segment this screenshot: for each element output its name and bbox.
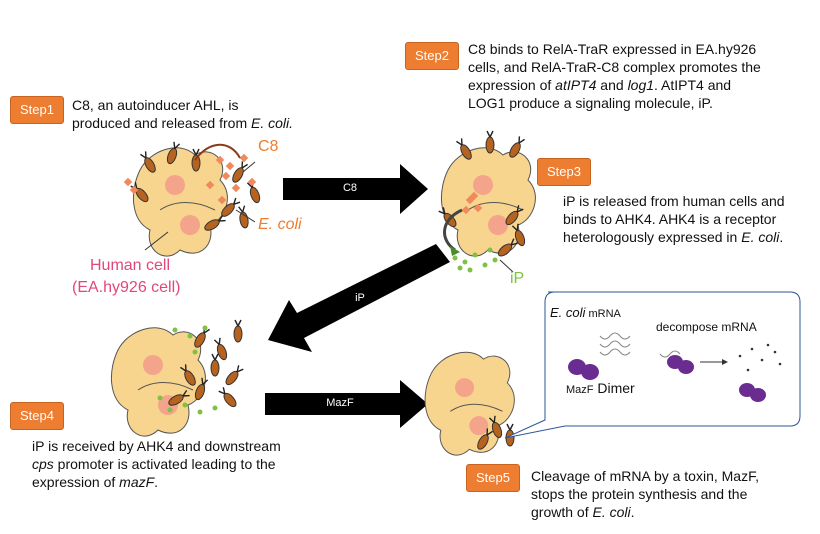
arrow-mazf-label: MazF	[326, 397, 354, 409]
callout-mrna-label: E. coli mRNA	[550, 305, 621, 320]
callout-decompose-label: decompose mRNA	[656, 320, 757, 334]
scene-step5	[424, 351, 515, 456]
scene-step4	[110, 319, 245, 437]
mrna-decay	[568, 332, 782, 402]
step4-text: iP is received by AHK4 and downstream cp…	[32, 438, 281, 490]
scene-step1	[123, 140, 263, 257]
ecoli-label: E. coli	[258, 216, 302, 233]
callout-mazf-label: MazF Dimer	[566, 380, 635, 396]
arrow-c8-label: C8	[342, 182, 358, 194]
step1-text: C8, an autoinducer AHL, is produced and …	[72, 97, 294, 131]
arrow-c8	[283, 164, 428, 214]
step1-badge: Step1	[10, 96, 64, 124]
human-cell-sublabel: (EA.hy926 cell)	[72, 279, 181, 296]
human-cell-label: Human cell	[90, 257, 171, 274]
step4-badge: Step4	[10, 402, 64, 430]
step5-badge: Step5	[466, 464, 520, 492]
arrow-ip-label: iP	[355, 292, 365, 304]
step5-text: Cleavage of mRNA by a toxin, MazF, stops…	[531, 468, 759, 520]
step2-text: C8 binds to RelA-TraR expressed in EA.hy…	[468, 41, 761, 111]
c8-label: C8	[258, 138, 279, 155]
step3-text: iP is released from human cells and bind…	[563, 193, 785, 245]
ip-label: iP	[510, 270, 525, 287]
arrow-mazf	[265, 380, 428, 428]
callout-bubble	[504, 291, 801, 439]
arrow-ip	[268, 244, 450, 352]
step2-badge: Step2	[405, 42, 459, 70]
scene-step3	[437, 130, 536, 273]
step3-badge: Step3	[537, 158, 591, 186]
